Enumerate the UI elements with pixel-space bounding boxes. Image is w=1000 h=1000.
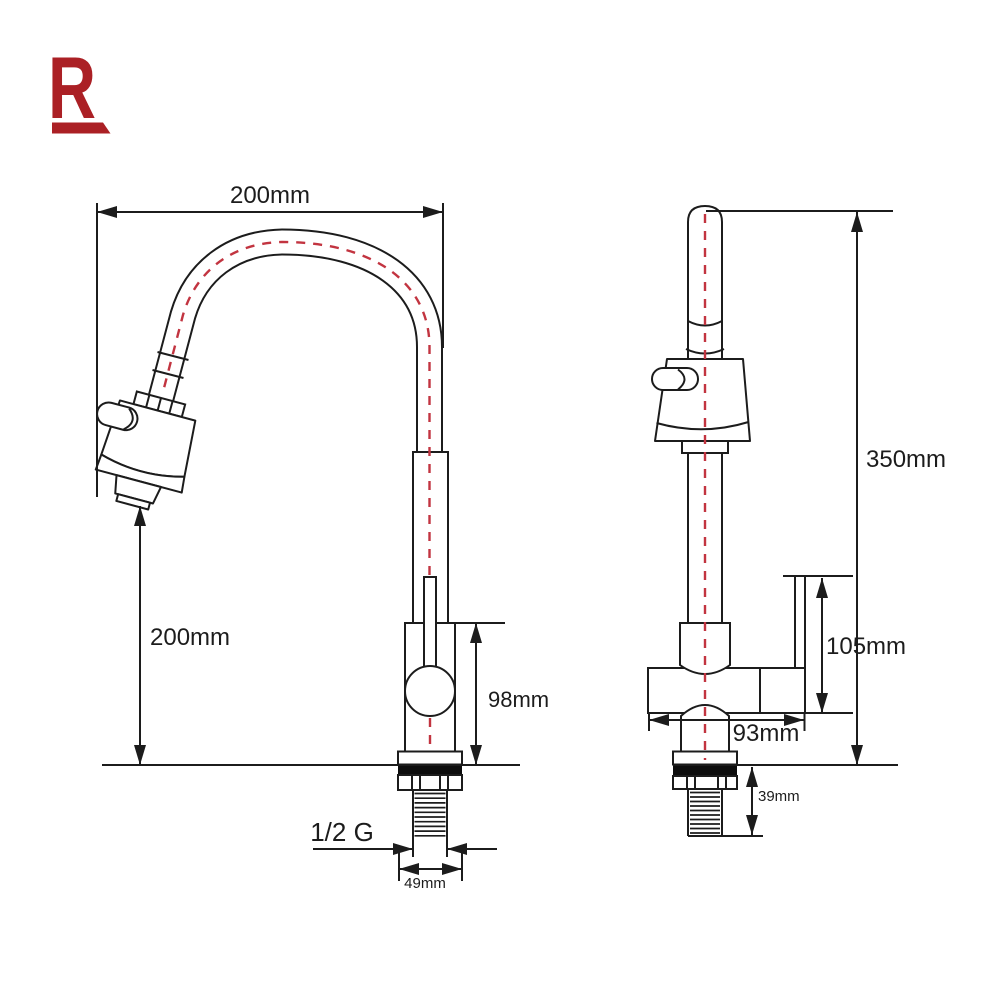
threaded-shank <box>412 790 448 857</box>
valve-joint-circle <box>404 665 456 717</box>
dim-body-width-label: 93mm <box>733 720 800 747</box>
handle-bar <box>647 667 806 714</box>
thread-type-label: 1/2 G <box>310 817 374 847</box>
handle-lever-profile <box>794 577 806 668</box>
dim-lever-height-label: 105mm <box>826 633 906 660</box>
brand-logo: R <box>48 38 111 137</box>
dim-total-height-label: 350mm <box>866 446 946 473</box>
dim-shank-depth-label: 39mm <box>758 788 800 805</box>
thread-hatching <box>414 792 446 837</box>
sprayer-collar-teeth <box>145 394 174 414</box>
rubber-gasket <box>398 766 462 775</box>
thread-hatching <box>690 791 720 834</box>
dim-spout-width-label: 200mm <box>230 182 310 209</box>
body-upper-cylinder <box>679 622 731 675</box>
mounting-nut-facets <box>686 776 727 789</box>
sprayer-head <box>94 390 197 511</box>
sprayer-band <box>94 453 186 494</box>
sprayer-tip-end <box>115 493 152 511</box>
hose-joint-lines <box>152 351 189 379</box>
mounting-nut <box>672 775 738 790</box>
sprayer-button-cap-arc <box>123 408 134 431</box>
mounting-nut <box>397 774 463 791</box>
side-view: 350mm 105mm 93mm 39mm <box>647 204 946 837</box>
base-flange <box>397 750 463 766</box>
logo-letter: R <box>48 38 96 137</box>
ext-lines-spout-width <box>96 203 444 497</box>
dim-spout-height-label: 200mm <box>150 624 230 651</box>
dim-flange-width-label: 49mm <box>404 875 446 892</box>
threaded-shank <box>687 789 723 836</box>
sprayer-button-profile <box>651 367 699 391</box>
sprayer-band-arc <box>656 421 749 431</box>
ext-lines-lever-height <box>730 575 853 714</box>
sprayer-button-cap-arc <box>677 368 686 391</box>
dim-body-height-label: 98mm <box>488 687 549 712</box>
mounting-nut-facets <box>411 775 449 790</box>
rubber-gasket <box>673 766 737 776</box>
gooseneck-spout-inner <box>149 230 441 453</box>
front-view: 200mm 200mm 98mm 1/2 G 49mm <box>94 182 549 892</box>
spout-centerline <box>162 240 431 575</box>
handle-lever-rod <box>423 576 437 669</box>
logo-underline <box>52 122 111 134</box>
